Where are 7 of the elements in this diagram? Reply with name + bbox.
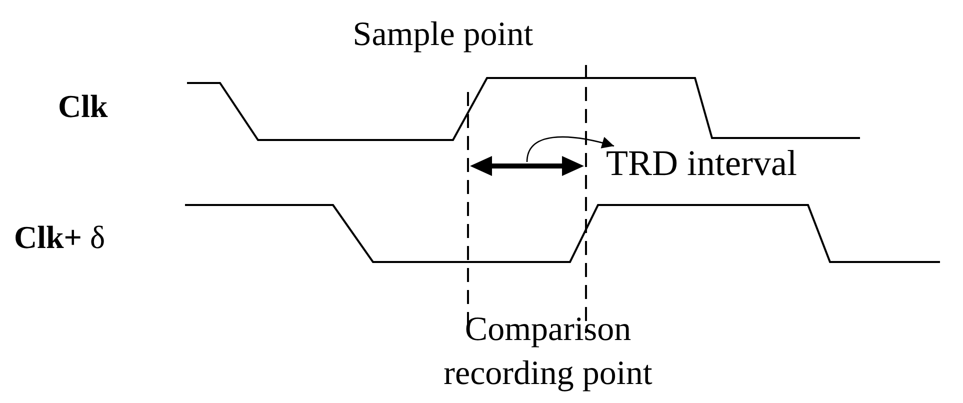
signal-name: Clk (58, 89, 108, 124)
interval-label: TRD interval (606, 143, 797, 183)
double-headed-arrow (470, 156, 584, 176)
leader-arrow (526, 136, 614, 162)
marker-label: Sample point (352, 16, 534, 54)
marker-label: Comparison recording point (442, 310, 654, 394)
signal-name: Clk+ δ (14, 220, 106, 256)
